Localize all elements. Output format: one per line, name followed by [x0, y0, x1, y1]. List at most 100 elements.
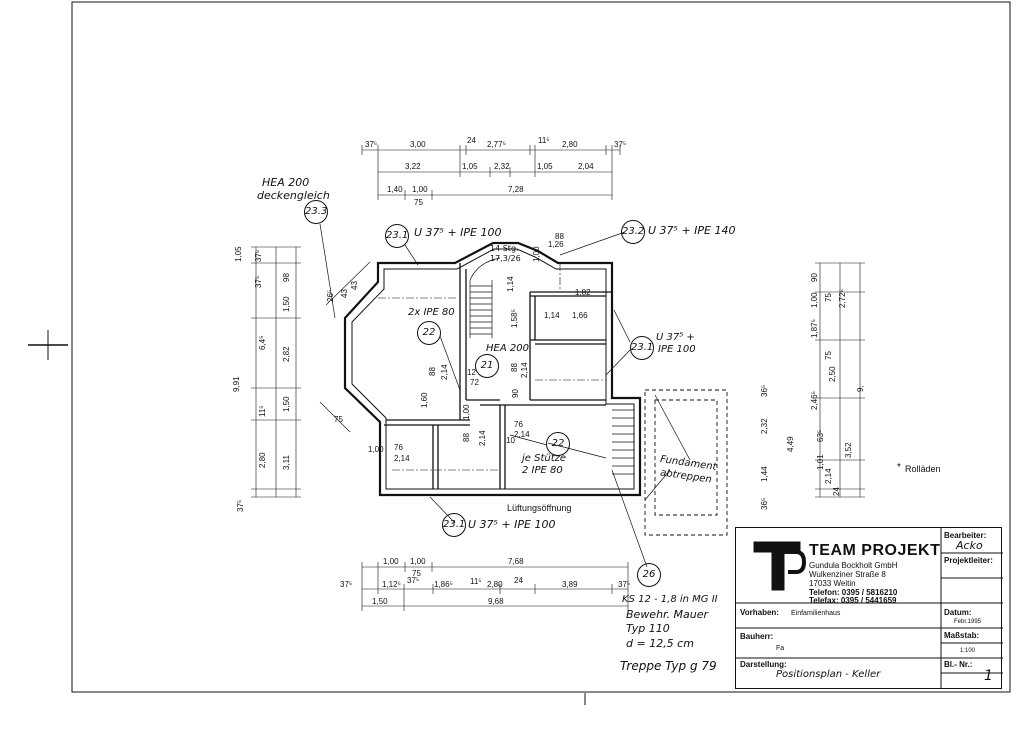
dim-label: 3,00 [410, 140, 426, 149]
dim-label: 1,00 [810, 292, 819, 308]
dim-label: 76 [514, 420, 523, 429]
dim-label: 37⁵ [236, 499, 245, 512]
company-name: TEAM PROJEKT [809, 542, 941, 559]
dim-label: 2,32 [760, 418, 769, 434]
stuetz-note-2: 2 IPE 80 [522, 465, 563, 476]
dim-label: 1,60 [420, 392, 429, 408]
dim-label: 6,4⁵ [258, 335, 267, 350]
dim-label: 76 [394, 443, 403, 452]
datum-value: Febr.1995 [954, 619, 982, 625]
beam-note-right: U 37⁵ + [656, 332, 695, 343]
position-marker: 23.1 [442, 513, 466, 537]
dim-label: 1,40 [387, 185, 403, 194]
dim-label: 2,14 [440, 364, 449, 380]
stairs-note-2: 17,3/26 [490, 254, 521, 263]
dim-label: 75 [824, 293, 833, 302]
dim-label: 1,05 [537, 162, 553, 171]
hea-center-note: HEA 200 [486, 343, 529, 354]
dim-label: 4,49 [786, 436, 795, 452]
vorhaben-value: Einfamilienhaus [791, 610, 841, 617]
stuetz-note: je Stütze [522, 453, 567, 464]
masonry-note-4: d = 12,5 cm [626, 637, 694, 650]
dim-label: 1,50 [282, 396, 291, 412]
leader-lines [319, 223, 691, 568]
dim-label: 1,14 [506, 276, 515, 292]
dim-label: 37⁵ [618, 580, 631, 589]
massstab-label: Maßstab: [944, 631, 980, 640]
bauherr-value: Fa [776, 645, 785, 652]
masonry-note-1: KS 12 - 1,8 in MG II [622, 594, 718, 605]
dim-label: 2,77⁵ [487, 140, 506, 149]
inner-wall-line [351, 248, 635, 490]
dim-label: 3,11 [282, 455, 291, 470]
dim-label: 1,00 [462, 404, 471, 420]
position-marker: 21 [475, 354, 499, 378]
dim-label: 7,28 [508, 185, 524, 194]
dim-label: 24 [467, 136, 476, 145]
position-marker: 23.1 [630, 336, 654, 360]
masonry-note-2: Bewehr. Mauer [626, 608, 709, 621]
dim-label: 1,14 [544, 311, 560, 320]
position-marker: 26 [637, 563, 661, 587]
position-marker: 23.2 [621, 220, 645, 244]
hea-top-note-2: deckengleich [257, 189, 330, 202]
dim-label: 90 [810, 273, 819, 282]
dim-label: 75 [412, 569, 421, 578]
dim-label: 1,50 [372, 597, 388, 606]
company-phone: Telefon: 0395 / 5816210 [809, 588, 898, 597]
dim-label: 88 [555, 232, 564, 241]
dim-label: 11⁵ [538, 136, 550, 145]
legend-text: Rolläden [905, 464, 941, 474]
dim-label: 1,00 [368, 445, 384, 454]
position-marker: 22 [417, 321, 441, 345]
darstellung-value: Positionsplan - Keller [776, 669, 881, 680]
sheet-frame [71, 1, 1011, 693]
dim-label: 72 [470, 378, 479, 387]
dim-label: 9,91 [232, 376, 241, 392]
dim-label: 75 [334, 415, 343, 424]
dim-label: 2,80 [562, 140, 578, 149]
dim-label: 1,58⁵ [510, 309, 519, 328]
dim-label: 88 [462, 433, 471, 442]
stairs [469, 257, 634, 475]
company-street: Wulkenziner Straße 8 [809, 570, 886, 579]
stair-type-note: Treppe Typ g 79 [620, 659, 717, 673]
dim-label: 11⁵ [470, 577, 482, 586]
dim-label: 3,22 [405, 162, 421, 171]
dim-label: 2,46⁵ [810, 391, 819, 410]
projektleiter-label: Projektleiter: [944, 556, 993, 565]
dim-label: 1,44 [760, 466, 769, 482]
bearbeiter-label: Bearbeiter: [944, 531, 987, 540]
dim-label: 26⁵ [326, 289, 335, 302]
dim-label: 1,26 [548, 240, 564, 249]
dim-label: 2,32 [494, 162, 510, 171]
dim-label: 1,87⁵ [810, 319, 819, 338]
dim-label: 2,14 [824, 468, 833, 484]
company-city: 17033 Weitin [809, 579, 856, 588]
dim-label: 1,00 [410, 557, 426, 566]
bearbeiter-value: Acko [956, 539, 983, 552]
beam-note-right-2: IPE 100 [658, 344, 696, 355]
dim-label: 12 [467, 368, 476, 377]
title-block-grid [736, 528, 1003, 688]
blatt-label: Bl.- Nr.: [944, 660, 973, 669]
dim-label: 1,12⁵ [382, 580, 401, 589]
dim-label: 2,14 [478, 430, 487, 446]
position-marker: 22 [546, 432, 570, 456]
stairs-note: 14 Stg. [490, 244, 519, 253]
dim-label: 2,04 [578, 162, 594, 171]
hea-top-note: HEA 200 [262, 176, 310, 189]
dim-label: 3,89 [562, 580, 578, 589]
beam-lines [378, 263, 606, 471]
blatt-value: 1 [984, 668, 993, 684]
dim-label: 88 [510, 363, 519, 372]
ipe-left-note: 2x IPE 80 [408, 307, 455, 318]
dim-label: 37⁵ [407, 576, 420, 585]
dim-label: 75 [414, 198, 423, 207]
foundation-outline [644, 389, 728, 536]
dim-label: 37⁵ [614, 140, 627, 149]
dim-label: 36⁵ [760, 497, 769, 510]
dim-label: 90 [511, 389, 520, 398]
dim-label: 1,86⁵ [434, 580, 453, 589]
